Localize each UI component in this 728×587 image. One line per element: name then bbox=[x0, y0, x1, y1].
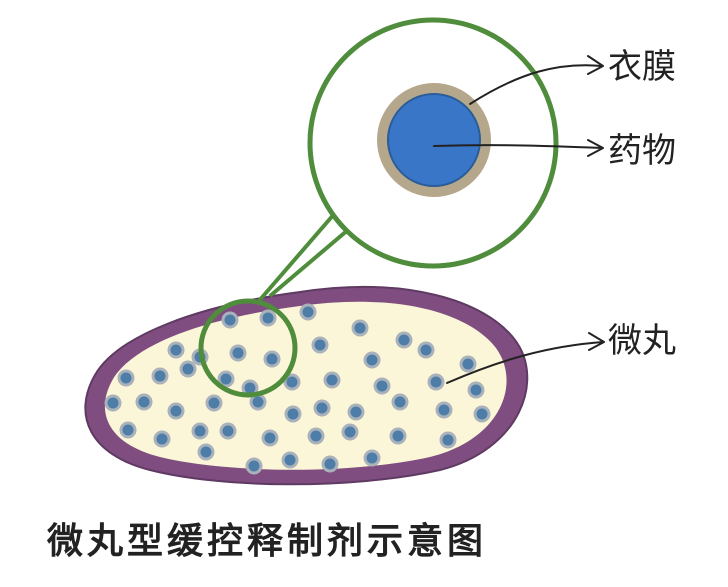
drug-label: 药物 bbox=[608, 131, 676, 171]
granule-core bbox=[326, 374, 338, 386]
magnifier-focus-circle bbox=[198, 298, 298, 398]
granule-core bbox=[350, 406, 362, 418]
granule-core bbox=[344, 426, 356, 438]
granule-core bbox=[316, 402, 328, 414]
granule-core bbox=[287, 408, 299, 420]
drug-core bbox=[387, 93, 481, 187]
granule-core bbox=[438, 404, 450, 416]
granule-core bbox=[264, 432, 276, 444]
granule-core bbox=[122, 424, 134, 436]
granule-core bbox=[476, 408, 488, 420]
granule-core bbox=[420, 344, 432, 356]
drug-granules bbox=[104, 303, 491, 475]
granule-core bbox=[392, 430, 404, 442]
granule-core bbox=[224, 314, 236, 326]
granule-core bbox=[266, 353, 278, 365]
granule-core bbox=[314, 339, 326, 351]
drug-arrow bbox=[433, 139, 604, 157]
pellet bbox=[84, 286, 529, 486]
granule-core bbox=[394, 396, 406, 408]
granule-core bbox=[170, 344, 182, 356]
diagram-caption: 微丸型缓控释制剂示意图 bbox=[46, 521, 487, 562]
granule-core bbox=[442, 434, 454, 446]
granule-core bbox=[220, 373, 232, 385]
granule-core bbox=[154, 370, 166, 382]
granule-core bbox=[284, 454, 296, 466]
granule-core bbox=[244, 382, 256, 394]
granule-core bbox=[398, 334, 410, 346]
granule-core bbox=[170, 405, 182, 417]
granule-core bbox=[232, 347, 244, 359]
coating-arrow bbox=[469, 55, 604, 105]
granule-core bbox=[286, 376, 298, 388]
granule-core bbox=[376, 380, 388, 392]
granule-core bbox=[194, 425, 206, 437]
granule-core bbox=[462, 358, 474, 370]
label-arrows bbox=[433, 55, 605, 384]
granule-core bbox=[262, 312, 274, 324]
granule-core bbox=[430, 376, 442, 388]
granule-core bbox=[222, 425, 234, 437]
granule-core bbox=[120, 372, 132, 384]
coating-label: 衣膜 bbox=[608, 47, 676, 87]
granule-core bbox=[366, 452, 378, 464]
granule-core bbox=[252, 396, 264, 408]
pellet-label: 微丸 bbox=[608, 321, 676, 361]
granule-core bbox=[182, 363, 194, 375]
granule-core bbox=[324, 458, 336, 470]
granule-core bbox=[107, 397, 119, 409]
granule-core bbox=[470, 384, 482, 396]
granule-core bbox=[208, 397, 220, 409]
granule-core bbox=[366, 354, 378, 366]
magnifier bbox=[198, 17, 559, 398]
pellet-arrow bbox=[446, 332, 605, 384]
granule-core bbox=[248, 460, 260, 472]
granule-core bbox=[138, 396, 150, 408]
granule-core bbox=[302, 306, 314, 318]
granule-core bbox=[156, 433, 168, 445]
granule-core bbox=[310, 430, 322, 442]
granule-core bbox=[354, 322, 366, 334]
granule-core bbox=[200, 446, 212, 458]
